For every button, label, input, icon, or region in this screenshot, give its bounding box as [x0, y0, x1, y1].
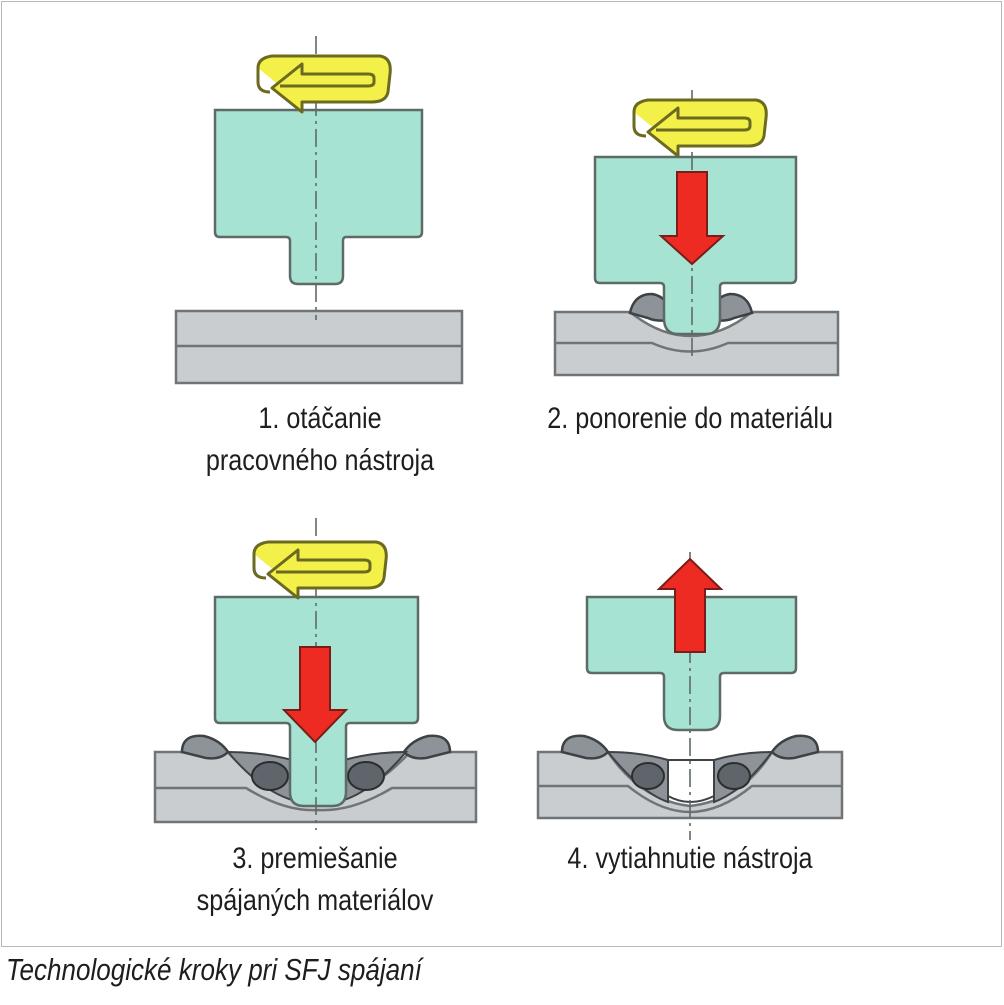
step-1-line1: 1. otáčanie	[258, 402, 382, 435]
step-1-line2: pracovného nástroja	[205, 444, 435, 477]
rotation-arrow-icon	[252, 540, 388, 600]
step-2-line1: 2. ponorenie do materiálu	[547, 402, 833, 435]
step-2-illustration	[553, 90, 840, 377]
figure-caption: Technologické kroky pri SFJ spájaní	[6, 952, 422, 987]
step-4-illustration	[536, 552, 844, 840]
rotation-arrow-icon	[256, 54, 392, 114]
step-1-illustration	[174, 36, 464, 385]
up-arrow-icon	[656, 557, 724, 653]
step-4-label: 4. vytiahnutie nástroja	[564, 838, 816, 880]
step-3-illustration	[153, 518, 478, 830]
step-3-line1: 3. premiešanie	[232, 842, 398, 875]
step-2-label: 2. ponorenie do materiálu	[547, 398, 833, 440]
step-1-label: 1. otáčanie pracovného nástroja	[186, 398, 455, 482]
step-3-line2: spájaných materiálov	[196, 884, 434, 917]
down-arrow-icon	[281, 646, 349, 744]
sfj-process-diagram	[153, 36, 844, 840]
step-4-line1: 4. vytiahnutie nástroja	[567, 842, 813, 875]
down-arrow-icon	[658, 171, 726, 266]
step-3-label: 3. premiešanie spájaných materiálov	[176, 838, 453, 922]
rotation-arrow-icon	[632, 98, 768, 158]
